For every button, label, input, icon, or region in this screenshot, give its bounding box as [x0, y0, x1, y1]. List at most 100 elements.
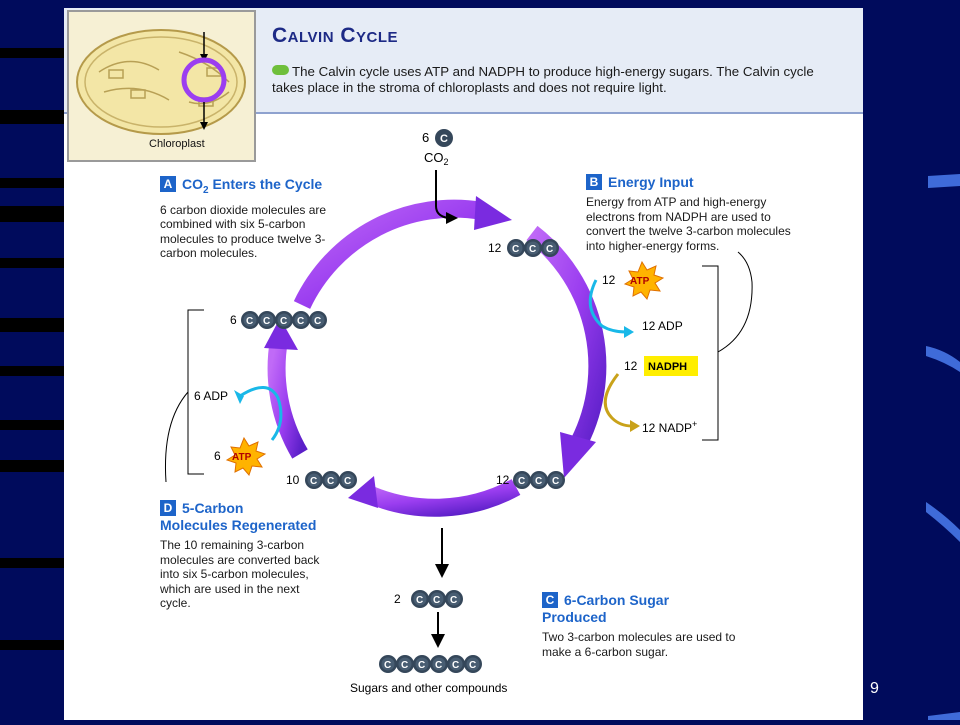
page-title: Calvin Cycle — [272, 24, 399, 47]
section-a-letter: A — [160, 176, 176, 192]
key-concept-icon — [272, 65, 289, 75]
cycle-arrow-bottom — [358, 479, 521, 517]
carbon-label: C — [416, 595, 423, 606]
cycle-arrow-left — [267, 338, 308, 459]
chloroplast-illustration — [76, 29, 246, 135]
energy-input-bracket — [702, 265, 719, 441]
count-top: 12 — [488, 241, 502, 255]
output-arrowhead-1 — [435, 564, 449, 578]
nadph-to-nadp-arrow — [603, 373, 633, 428]
atp-12-label: ATP — [630, 276, 650, 287]
arrowhead-bottom — [348, 476, 378, 508]
co2-input-arrow — [435, 170, 449, 219]
atp-12-to-adp-arrow — [588, 279, 627, 334]
molecule-top-ccc: C C C — [507, 239, 559, 257]
carbon-label: C — [435, 660, 442, 671]
carbon-label: C — [450, 595, 457, 606]
adp-12-label: 12 ADP — [642, 319, 683, 333]
atp-12-star — [623, 260, 665, 300]
carbon-label: C — [280, 316, 287, 327]
adp-6-arrowhead — [234, 390, 244, 404]
molecule-output-ccc: C C C — [411, 590, 463, 608]
cycle-ring — [267, 199, 607, 517]
count-bottom-left: 10 — [286, 473, 300, 487]
carbon-label: C — [552, 476, 559, 487]
carbon-label: C — [297, 316, 304, 327]
carbon-label: C — [518, 476, 525, 487]
nadph-label: NADPH — [648, 361, 687, 373]
atp-12-count: 12 — [602, 273, 616, 287]
thumbnail-label: Chloroplast — [149, 138, 205, 150]
atp-6-label: ATP — [232, 452, 252, 463]
section-a-text: 6 carbon dioxide molecules are combined … — [160, 202, 327, 261]
output-label: Sugars and other compounds — [350, 681, 507, 695]
carbon-label: C — [452, 660, 459, 671]
co2-count: 6 — [422, 130, 429, 145]
arrowhead-right — [560, 432, 596, 478]
molecule-sugar-cccccc: C C C C C C — [379, 655, 482, 673]
count-output: 2 — [394, 592, 401, 606]
adp-6-label: 6 ADP — [194, 389, 228, 403]
nadph-12-count: 12 — [624, 359, 638, 373]
left-decorative-stripes — [0, 48, 64, 650]
carbon-label: C — [401, 660, 408, 671]
output-arrowhead-2 — [431, 634, 445, 648]
cycle-arrowheads — [264, 196, 596, 508]
carbon-label: C — [535, 476, 542, 487]
carbon-label: C — [310, 476, 317, 487]
co2-carbon-atom — [435, 129, 453, 147]
right-decorative-swooshes — [926, 174, 960, 720]
co2-atom-symbol: C — [440, 133, 448, 145]
adp-12-arrowhead — [624, 326, 634, 338]
section-c-letter: C — [542, 592, 558, 608]
arrowhead-left — [264, 318, 298, 350]
carbon-label: C — [433, 595, 440, 606]
regeneration-leader — [165, 391, 189, 483]
molecule-left-ccccc: C C C C C — [241, 311, 327, 329]
cycle-arrow-right — [526, 225, 607, 453]
chloroplast-thumbnail: Chloroplast — [67, 10, 256, 162]
carbon-label: C — [246, 316, 253, 327]
atp-6-count: 6 — [214, 449, 221, 463]
carbon-label: C — [546, 244, 553, 255]
carbon-label: C — [327, 476, 334, 487]
arrowhead-top — [474, 196, 512, 230]
co2-formula: CO2 — [424, 150, 449, 167]
atp-6-star — [225, 436, 267, 476]
carbon-label: C — [314, 316, 321, 327]
carbon-label: C — [384, 660, 391, 671]
nadph-box — [644, 356, 698, 376]
carbon-label: C — [263, 316, 270, 327]
intro-text: The Calvin cycle uses ATP and NADPH to p… — [272, 64, 820, 96]
section-b-text: Energy from ATP and high-energy electron… — [586, 195, 791, 253]
carbon-label: C — [469, 660, 476, 671]
nadp-arrowhead — [630, 420, 640, 432]
atp-6-to-adp-arrow — [239, 386, 283, 441]
molecule-bottom-left-ccc: C C C — [305, 471, 357, 489]
slide-number: 9 — [870, 680, 879, 697]
section-c-text: Two 3-carbon molecules are used to make … — [542, 630, 736, 659]
carbon-label: C — [529, 244, 536, 255]
calvin-cycle-diagram: 6 C CO2 12 C C C 12 ATP 12 ADP 12 NADPH … — [165, 129, 753, 695]
count-right: 12 — [496, 473, 510, 487]
carbon-label: C — [344, 476, 351, 487]
count-left: 6 — [230, 313, 237, 327]
section-d-letter: D — [160, 500, 176, 516]
co2-input-arrowhead — [446, 212, 458, 224]
section-d-text: The 10 remaining 3-carbon molecules are … — [160, 538, 320, 610]
intro-body: The Calvin cycle uses ATP and NADPH to p… — [272, 64, 814, 95]
carbon-label: C — [418, 660, 425, 671]
section-b-letter: B — [586, 174, 602, 190]
cycle-arrow-top — [293, 199, 484, 309]
carbon-label: C — [512, 244, 519, 255]
molecule-right-ccc: C C C — [513, 471, 565, 489]
